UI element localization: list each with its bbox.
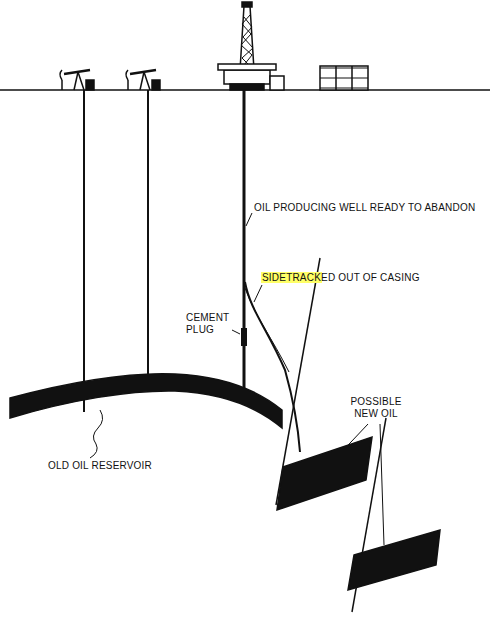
storage-tanks xyxy=(320,66,368,90)
leader-line xyxy=(246,213,252,226)
new-oil-block xyxy=(348,530,440,590)
pumpjack xyxy=(60,70,94,90)
well-bore xyxy=(147,90,149,392)
label-text: OIL PRODUCING WELL READY TO ABANDON xyxy=(254,202,484,214)
oil-reservoir xyxy=(10,374,282,428)
label-text: SIDETRACKED OUT OF CASING xyxy=(262,272,482,284)
leader-line xyxy=(232,330,240,334)
leader-line xyxy=(90,410,103,458)
sidetrack-bore xyxy=(245,282,300,452)
label-text: CEMENT PLUG xyxy=(186,312,232,336)
cement-plug xyxy=(241,328,247,346)
leader-line xyxy=(334,424,368,460)
leader-line xyxy=(380,424,384,545)
leader-line xyxy=(254,285,262,302)
drilling-rig xyxy=(218,2,284,90)
sidetrack-bore xyxy=(245,288,289,372)
pumpjack xyxy=(126,70,160,90)
label-text: OLD OIL RESERVOIR xyxy=(48,460,178,472)
well-bore xyxy=(83,90,85,412)
label-text: POSSIBLE NEW OIL xyxy=(344,396,408,420)
new-oil-block xyxy=(277,437,372,510)
highlight xyxy=(261,272,322,283)
